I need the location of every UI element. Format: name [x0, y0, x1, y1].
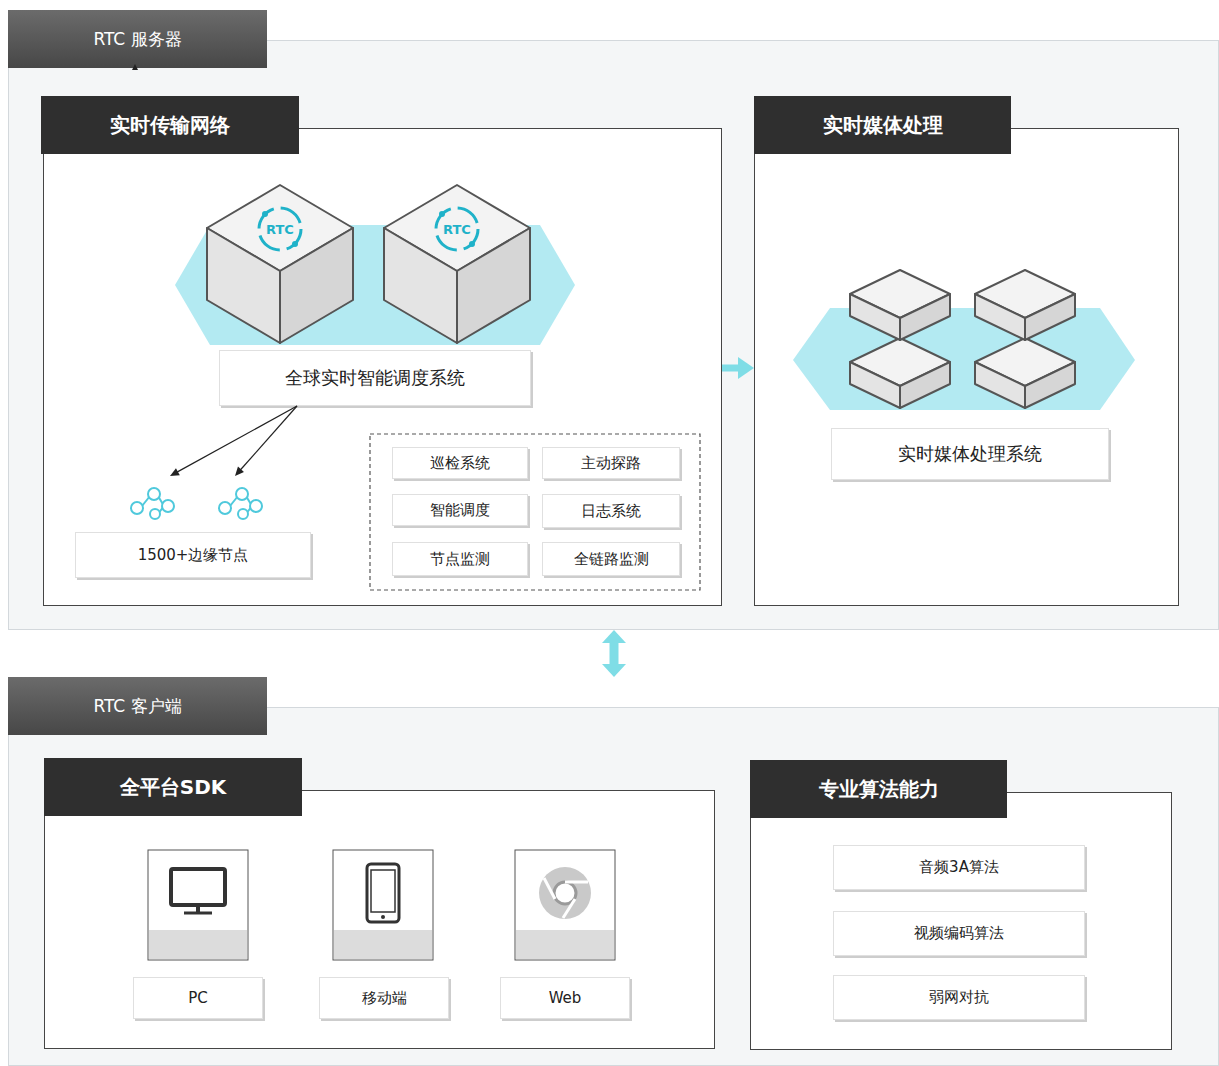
- node-label: 视频编码算法: [914, 924, 1004, 943]
- connector: [235, 406, 297, 476]
- function-box: 主动探路: [542, 447, 680, 479]
- network-group: 实时传输网络全球实时智能调度系统 1500+边缘节点 巡检系统 主动探路智能调度 日志系…: [43, 96, 722, 606]
- edge-node-box: 1500+边缘节点: [75, 476, 311, 578]
- node-label: 日志系统: [581, 502, 641, 521]
- algorithm-group: 专业算法能力音频3A算法视频编码算法弱网对抗: [750, 760, 1172, 1050]
- heading-tab: 全平台SDK: [44, 758, 302, 816]
- node-label: 智能调度: [430, 501, 490, 520]
- algorithm-box: 弱网对抗: [833, 975, 1085, 1020]
- heading-tab: 实时媒体处理: [754, 96, 1011, 154]
- heading-tab: 实时传输网络: [41, 96, 299, 154]
- platform-box: 移动端: [319, 977, 449, 1019]
- node-label: 实时媒体处理系统: [898, 442, 1042, 466]
- function-box: 巡检系统: [392, 447, 528, 479]
- logo-text: RTC: [443, 222, 471, 237]
- heading-tab: 专业算法能力: [750, 760, 1007, 818]
- node-label: 音频3A算法: [919, 858, 999, 877]
- heading-text: 实时媒体处理: [823, 112, 943, 139]
- platform-box: Web: [500, 977, 630, 1019]
- node-label: 节点监测: [430, 550, 490, 569]
- heading-text: RTC 客户端: [93, 695, 181, 718]
- node-label: 全球实时智能调度系统: [285, 366, 465, 390]
- heading-text: 全平台SDK: [120, 774, 227, 801]
- heading-text: 专业算法能力: [819, 776, 939, 803]
- heading-tab: RTC 服务器: [8, 10, 267, 68]
- scheduler-box: 全球实时智能调度系统: [219, 350, 531, 406]
- logo-text: RTC: [266, 222, 294, 237]
- node-label: 主动探路: [581, 454, 641, 473]
- function-box: 日志系统: [542, 494, 680, 528]
- connector: [722, 357, 754, 379]
- node-label: 巡检系统: [430, 454, 490, 473]
- node-label: 弱网对抗: [929, 988, 989, 1007]
- node-label: 1500+边缘节点: [138, 546, 249, 565]
- connector: [602, 630, 626, 677]
- function-box: 节点监测: [392, 542, 528, 576]
- node-label: PC: [188, 989, 208, 1007]
- heading-tab: RTC 客户端: [8, 677, 267, 735]
- function-box: 全链路监测: [542, 542, 680, 576]
- heading-text: RTC 服务器: [93, 28, 181, 51]
- algorithm-box: 音频3A算法: [833, 845, 1085, 890]
- platform-box: PC: [133, 977, 263, 1019]
- function-box: 智能调度: [392, 494, 528, 526]
- node-label: Web: [549, 989, 582, 1007]
- connector: [170, 406, 297, 476]
- algorithm-box: 视频编码算法: [833, 911, 1085, 956]
- media-system-box: 实时媒体处理系统: [831, 428, 1109, 480]
- heading-text: 实时传输网络: [110, 112, 230, 139]
- label-box: 1500+边缘节点: [75, 532, 311, 578]
- node-label: 移动端: [362, 989, 407, 1008]
- node-label: 全链路监测: [574, 550, 649, 569]
